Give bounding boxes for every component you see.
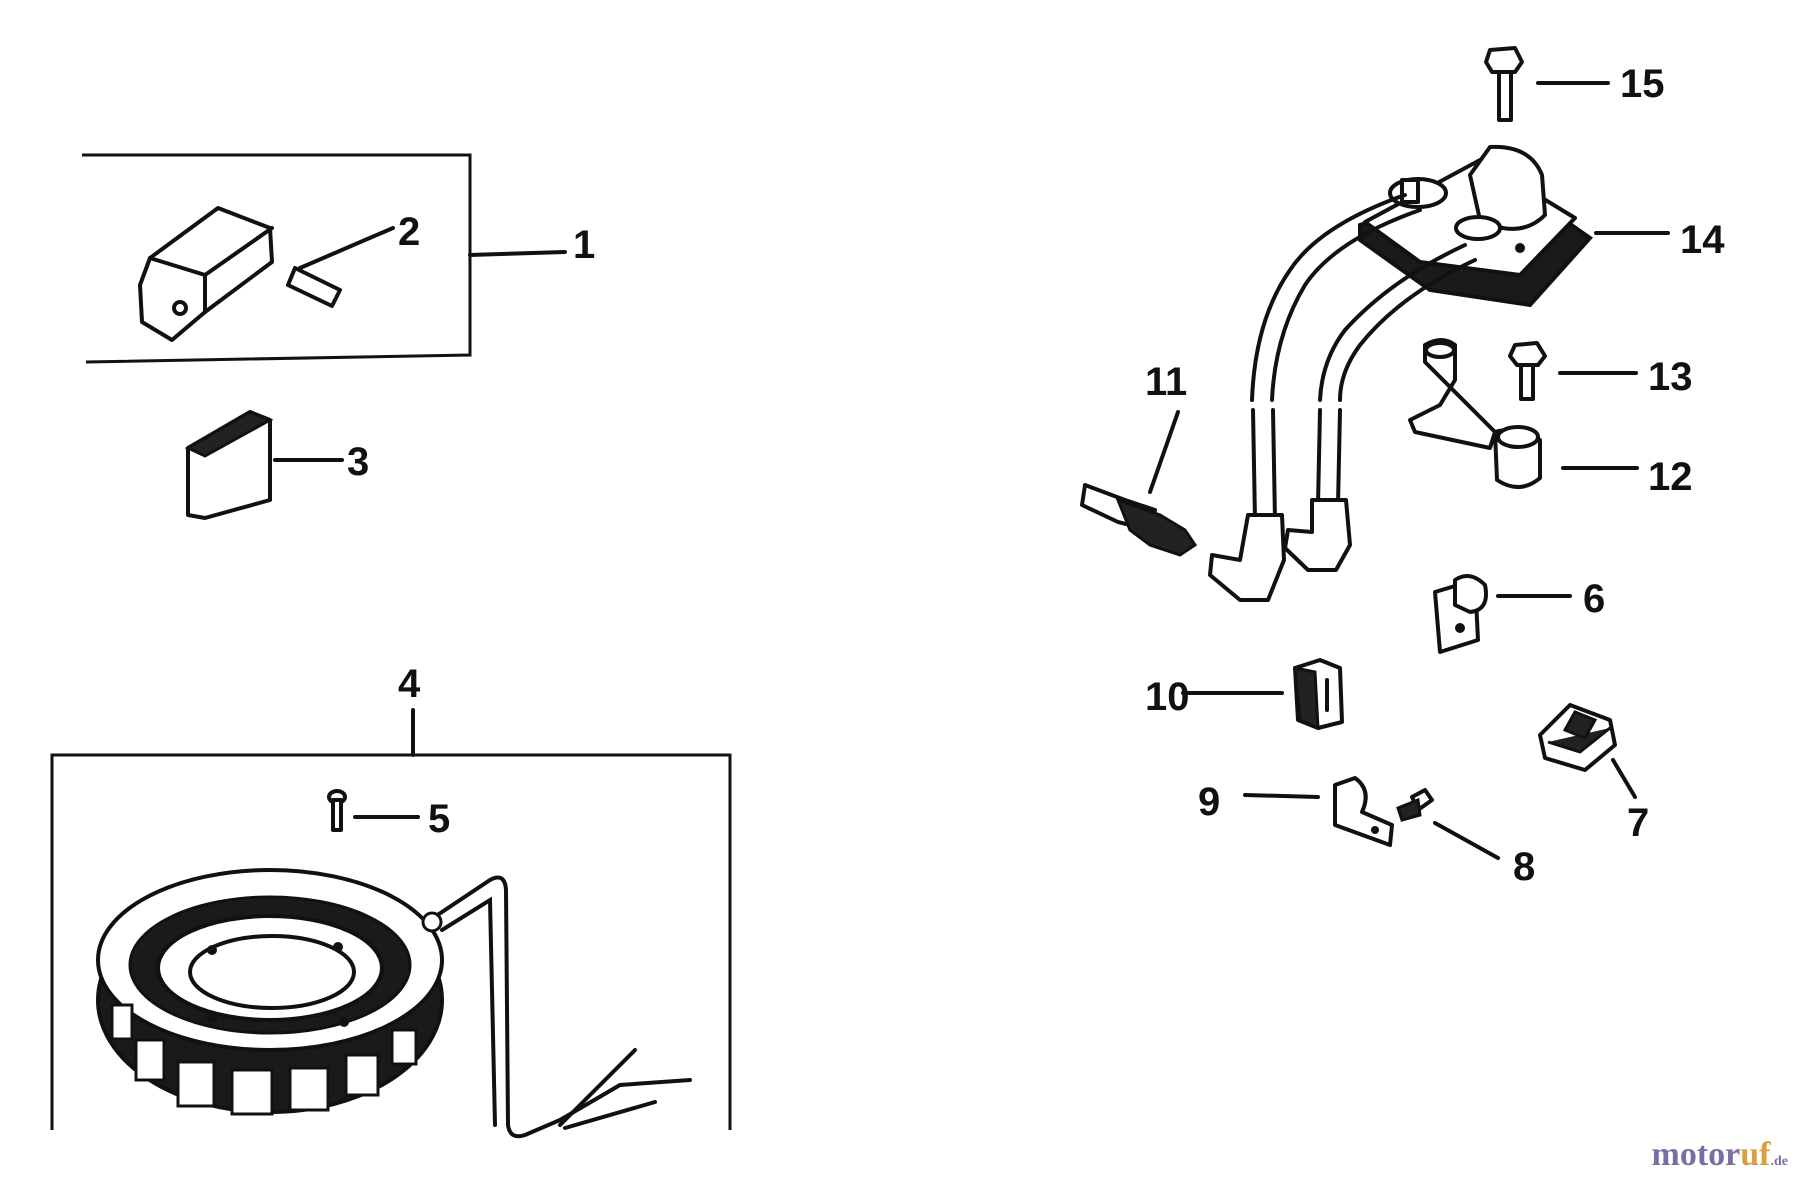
part-ht-leads	[1250, 193, 1477, 522]
callout-12: 12	[1648, 455, 1693, 499]
part-block-7	[1538, 703, 1637, 799]
leader-1	[468, 250, 567, 257]
part-ignition-coil	[1358, 144, 1670, 308]
callout-11: 11	[1145, 360, 1187, 404]
callout-13: 13	[1648, 355, 1693, 399]
callout-1: 1	[573, 223, 595, 267]
part-bracket-12	[1408, 338, 1639, 489]
callout-5: 5	[428, 797, 450, 841]
callout-10: 10	[1145, 675, 1190, 719]
leader-2	[298, 226, 395, 270]
group-1-frame	[82, 153, 472, 364]
part-bolt-15	[1484, 46, 1610, 122]
callout-6: 6	[1583, 577, 1605, 621]
part-module	[138, 206, 274, 342]
callout-15: 15	[1620, 62, 1665, 106]
callout-8: 8	[1513, 845, 1535, 889]
part-bolt-5	[327, 789, 420, 832]
part-screw-8	[1396, 788, 1500, 860]
part-grommet-10	[1181, 658, 1344, 731]
part-plug-caps	[1208, 498, 1352, 602]
group-4-frame	[50, 753, 732, 1130]
part-screw-2	[286, 226, 395, 308]
logo-text-tld: .de	[1770, 1154, 1789, 1169]
part-clip-6	[1433, 574, 1572, 654]
logo-text-main: motor	[1651, 1136, 1741, 1173]
callout-7: 7	[1627, 801, 1649, 845]
part-stator	[96, 868, 692, 1139]
callout-2: 2	[398, 210, 420, 254]
part-spark-plug	[1080, 410, 1198, 557]
part-bolt-13	[1508, 341, 1638, 401]
site-logo: motoruf.de	[1652, 1136, 1788, 1174]
callout-4: 4	[398, 662, 421, 706]
callout-3: 3	[347, 440, 369, 484]
logo-text-accent: uf	[1740, 1136, 1771, 1173]
part-clamp-9	[1243, 776, 1394, 847]
callout-14: 14	[1680, 218, 1725, 262]
callout-9: 9	[1198, 780, 1220, 824]
part-block-3	[184, 410, 344, 520]
